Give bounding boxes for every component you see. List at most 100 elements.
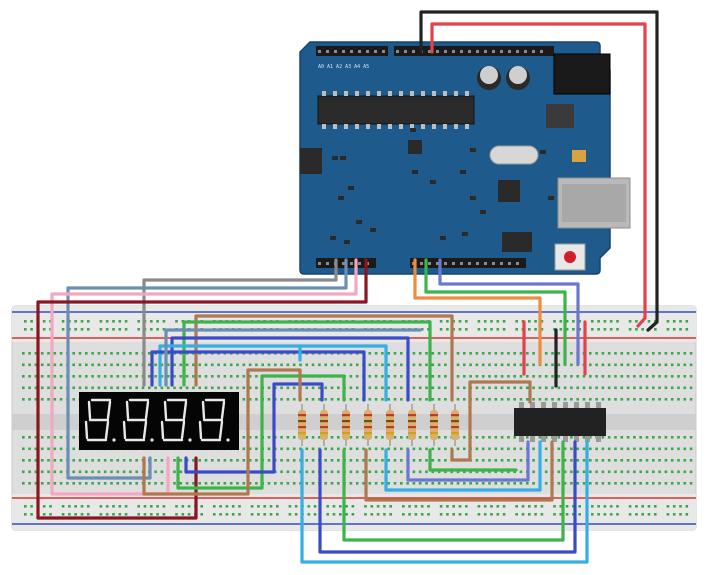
breadboard-hole [393,398,397,401]
breadboard-hole [72,375,75,378]
breadboard-hole [49,505,52,508]
chip-legs [322,91,469,129]
breadboard-hole [626,470,630,474]
breadboard-hole [425,482,428,485]
breadboard-hole [225,513,229,516]
breadboard-hole [364,505,367,508]
breadboard-hole [59,398,63,401]
resistor-band [451,414,459,417]
breadboard-hole [72,363,75,367]
breadboard-hole [658,352,661,355]
breadboard-hole [122,363,126,367]
breadboard-hole [488,398,491,401]
seven-segment-display [79,392,239,450]
breadboard-hole [589,447,592,451]
header-pin [326,50,329,53]
breadboard-hole [137,320,140,323]
breadboard-hole [494,386,498,390]
breadboard-hole [488,352,491,355]
breadboard-hole [236,482,239,485]
cyan-wire [300,440,589,564]
breadboard-hole [124,513,128,516]
breadboard-hole [412,398,416,401]
breadboard-hole [59,447,63,451]
breadboard-hole [72,352,75,355]
breadboard-hole [513,398,516,401]
breadboard-hole [620,363,624,367]
ic-leg [574,436,579,442]
breadboard-hole [255,482,258,485]
gray-wire [142,258,338,387]
breadboard-hole [475,447,479,451]
breadboard-hole [652,386,655,390]
smd-part [370,228,376,232]
breadboard-hole [500,352,504,355]
breadboard-hole [500,482,504,485]
breadboard-hole [431,352,435,355]
breadboard-hole [652,436,655,439]
breadboard-hole [74,328,77,331]
header-pin [508,262,511,265]
breadboard-hole [248,447,252,451]
breadboard-hole [444,398,447,401]
breadboard-hole [576,482,579,485]
steelblue-wire [66,258,348,480]
breadboard-hole [376,513,380,516]
breadboard-hole [91,459,94,462]
breadboard-hole [639,459,642,462]
breadboard-hole [494,352,498,355]
breadboard-hole [582,398,586,401]
breadboard-hole [626,459,630,462]
header-pin [500,262,503,265]
breadboard-hole [446,505,449,508]
breadboard-hole [330,398,334,401]
breadboard-hole [213,513,216,516]
breadboard-hole [641,505,644,508]
breadboard-hole [355,482,359,485]
breadboard-hole [292,482,296,485]
breadboard-hole [607,459,611,462]
breadboard-hole [393,386,397,390]
breadboard-hole [393,363,397,367]
breadboard-hole [544,459,548,462]
breadboard-hole [582,386,586,390]
breadboard-hole [400,363,403,367]
breadboard-hole [614,436,617,439]
breadboard-hole [425,436,428,439]
breadboard-hole [431,459,435,462]
breadboard-hole [670,398,674,401]
resistor-band [430,426,438,429]
breadboard-hole [609,320,613,323]
breadboard-hole [519,398,523,401]
breadboard-hole [635,505,638,508]
breadboard-hole [198,482,201,485]
breadboard-hole [85,459,88,462]
breadboard-hole [393,459,397,462]
breadboard-hole [255,436,258,439]
breadboard-hole [47,386,50,390]
breadboard-hole [28,363,31,367]
breadboard-hole [515,328,518,331]
breadboard-hole [305,363,309,367]
header-pin [532,50,535,53]
breadboard-hole [337,447,340,451]
breadboard-hole [229,363,233,367]
breadboard-hole [456,447,460,451]
chip-leg [355,124,359,129]
breadboard-hole [614,459,617,462]
breadboard-hole [685,505,689,508]
breadboard-hole [156,320,159,323]
breadboard-hole [507,386,510,390]
atmega-chip [317,95,475,125]
breadboard-hole [444,375,447,378]
breadboard-hole [324,363,327,367]
breadboard-hole [475,398,479,401]
breadboard-hole [412,386,416,390]
breadboard-hole [393,447,397,451]
breadboard-hole [124,328,128,331]
breadboard-hole [607,447,611,451]
breadboard-hole [116,482,120,485]
resistor-band [298,426,306,429]
arduino-board: A0 A1 A2 A3 A4 A5 [299,41,631,275]
breadboard-hole [616,320,619,323]
